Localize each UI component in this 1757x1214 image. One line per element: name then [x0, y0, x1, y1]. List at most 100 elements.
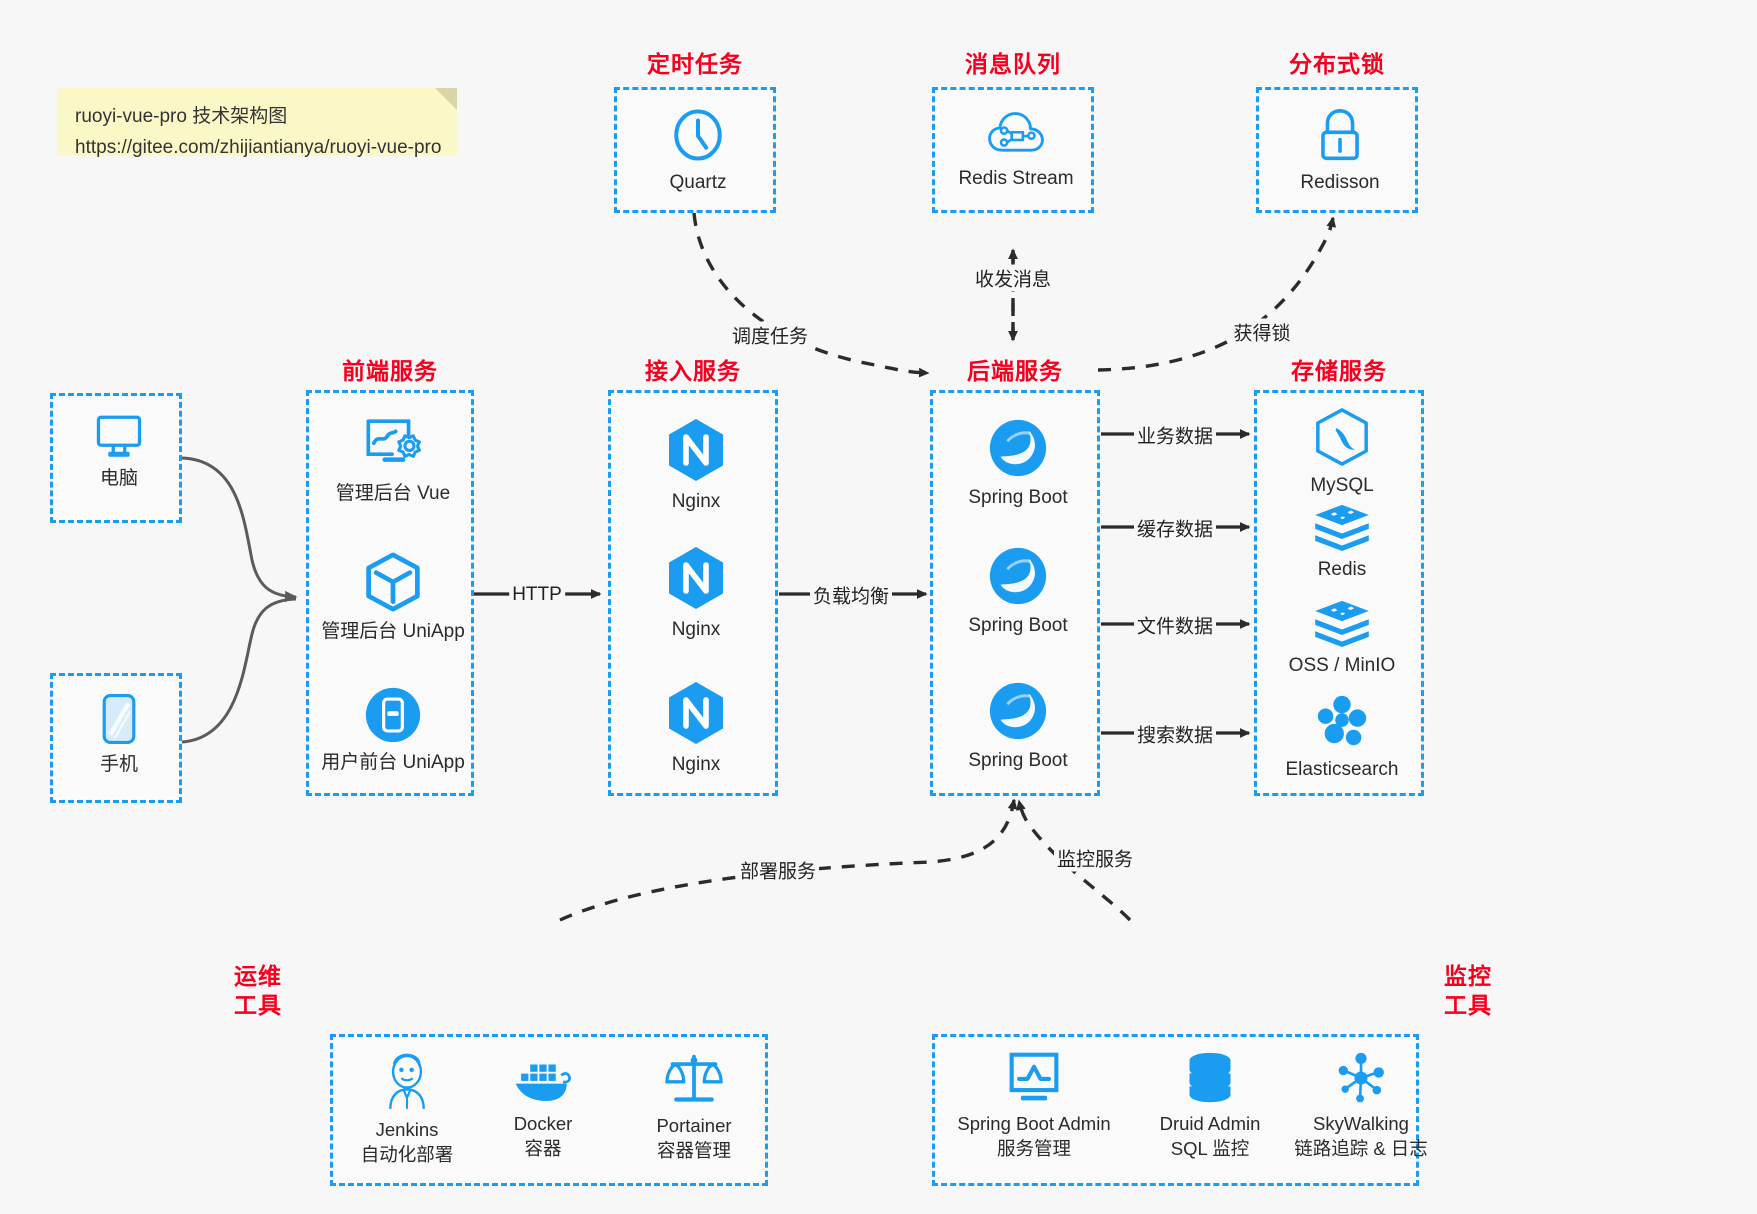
node-redis[interactable]: Redis: [1247, 503, 1437, 582]
node-jenkins-label: Jenkins: [375, 1119, 439, 1140]
note-fold-corner: [435, 88, 457, 110]
lock-icon: [1314, 106, 1366, 164]
node-portainer-sublabel: 容器管理: [656, 1139, 731, 1161]
node-spring-boot-1-label: Spring Boot: [968, 487, 1068, 508]
cube-icon: [363, 551, 423, 613]
node-skywalking-sublabel: 链路追踪 & 日志: [1294, 1137, 1428, 1159]
node-spring-boot-1[interactable]: Spring Boot: [923, 417, 1113, 510]
skywalking-icon: [1334, 1051, 1388, 1105]
node-spring-boot-2[interactable]: Spring Boot: [923, 545, 1113, 638]
node-spring-boot-3[interactable]: Spring Boot: [923, 680, 1113, 773]
node-docker-label: Docker: [513, 1113, 573, 1134]
node-user-uniapp[interactable]: 用户前台 UniApp: [295, 686, 491, 775]
group-storage: MySQL Redis OS: [1254, 390, 1424, 796]
node-desktop[interactable]: 电脑: [53, 414, 185, 491]
group-backend: Spring Boot Spring Boot Spring Boot: [930, 390, 1100, 796]
node-portainer[interactable]: Portainer 容器管理: [623, 1051, 765, 1162]
docker-icon: [512, 1055, 574, 1105]
note-line-url: https://gitee.com/zhijiantianya/ruoyi-vu…: [75, 136, 442, 158]
group-message-queue: Redis Stream: [932, 87, 1094, 213]
group-title-devops-line2: 工具: [234, 991, 282, 1018]
node-nginx-3[interactable]: Nginx: [611, 680, 781, 777]
group-monitoring-tools: Spring Boot Admin 服务管理 Druid Admin SQL 监…: [932, 1034, 1428, 1186]
node-redis-stream[interactable]: Redis Stream: [935, 108, 1097, 191]
node-admin-uniapp-label: 管理后台 UniApp: [321, 621, 465, 642]
node-elasticsearch-label: Elasticsearch: [1285, 759, 1399, 780]
node-skywalking-label: SkyWalking: [1313, 1113, 1409, 1134]
node-admin-uniapp[interactable]: 管理后台 UniApp: [295, 551, 491, 644]
spring-boot-icon: [987, 417, 1049, 479]
node-oss-minio-label: OSS / MinIO: [1288, 655, 1396, 676]
group-distributed-lock: Redisson: [1256, 87, 1418, 213]
edge-label-monitor-service: 监控服务: [1053, 844, 1137, 872]
group-client-mobile: 手机: [50, 673, 182, 803]
edge-label-search-data: 搜索数据: [1133, 720, 1217, 748]
node-nginx-1[interactable]: Nginx: [611, 417, 781, 514]
group-title-monitoring-line2: 工具: [1444, 991, 1492, 1018]
diagram-note: ruoyi-vue-pro 技术架构图 https://gitee.com/zh…: [57, 88, 457, 158]
node-mobile-label: 手机: [99, 754, 138, 775]
group-title-monitoring: 监控 工具: [1428, 962, 1508, 1020]
node-admin-vue[interactable]: 管理后台 Vue: [295, 415, 491, 506]
group-scheduled-task: Quartz: [614, 87, 776, 213]
edge-label-load-balance: 负载均衡: [809, 581, 893, 609]
edge-label-file-data: 文件数据: [1133, 611, 1217, 639]
spring-boot-icon: [987, 545, 1049, 607]
node-jenkins[interactable]: Jenkins 自动化部署: [339, 1051, 475, 1166]
edge-label-http: HTTP: [509, 584, 565, 606]
group-title-gateway: 接入服务: [645, 358, 741, 384]
node-nginx-2-label: Nginx: [671, 619, 721, 640]
group-frontend: 管理后台 Vue 管理后台 UniApp 用户前台 UniApp: [306, 390, 474, 796]
group-title-frontend: 前端服务: [342, 358, 438, 384]
clock-icon: [669, 106, 727, 164]
edge-label-acquire-lock: 获得锁: [1230, 318, 1294, 346]
group-client-desktop: 电脑: [50, 393, 182, 523]
group-title-scheduled-task: 定时任务: [647, 51, 743, 77]
group-title-devops-line1: 运维: [234, 963, 282, 989]
nginx-icon: [665, 417, 727, 483]
node-mysql[interactable]: MySQL: [1247, 407, 1437, 498]
group-devops-tools: Jenkins 自动化部署: [330, 1034, 768, 1186]
group-title-storage: 存储服务: [1291, 358, 1387, 384]
node-nginx-1-label: Nginx: [671, 491, 721, 512]
edge-label-business-data: 业务数据: [1133, 421, 1217, 449]
node-skywalking[interactable]: SkyWalking 链路追踪 & 日志: [1271, 1051, 1451, 1160]
edge-label-cache-data: 缓存数据: [1133, 514, 1217, 542]
node-nginx-2[interactable]: Nginx: [611, 545, 781, 642]
node-spring-boot-3-label: Spring Boot: [968, 750, 1068, 771]
node-desktop-label: 电脑: [99, 468, 138, 489]
monitor-chart-icon: [1006, 1051, 1062, 1105]
redis-icon: [1312, 503, 1372, 551]
jenkins-icon: [381, 1051, 433, 1111]
node-elasticsearch[interactable]: Elasticsearch: [1247, 693, 1437, 782]
node-quartz[interactable]: Quartz: [617, 106, 779, 195]
node-redis-label: Redis: [1317, 559, 1367, 580]
node-druid-admin-sublabel: SQL 监控: [1170, 1137, 1250, 1159]
group-title-distributed-lock: 分布式锁: [1289, 51, 1385, 77]
node-spring-boot-admin[interactable]: Spring Boot Admin 服务管理: [939, 1051, 1129, 1160]
node-mobile[interactable]: 手机: [53, 692, 185, 777]
node-quartz-label: Quartz: [669, 172, 727, 193]
node-docker-sublabel: 容器: [524, 1137, 562, 1159]
group-title-message-queue: 消息队列: [965, 51, 1061, 77]
group-gateway: Nginx Nginx Nginx: [608, 390, 778, 796]
node-oss-minio[interactable]: OSS / MinIO: [1247, 599, 1437, 678]
note-line-title: ruoyi-vue-pro 技术架构图: [75, 106, 288, 127]
node-druid-admin[interactable]: Druid Admin SQL 监控: [1131, 1051, 1289, 1160]
group-title-devops: 运维 工具: [218, 962, 298, 1020]
node-druid-admin-label: Druid Admin: [1159, 1113, 1261, 1134]
edge-label-send-receive-message: 收发消息: [971, 264, 1055, 292]
nginx-icon: [665, 545, 727, 611]
cloud-network-icon: [987, 108, 1045, 160]
node-mysql-label: MySQL: [1310, 475, 1374, 496]
node-user-uniapp-label: 用户前台 UniApp: [321, 752, 465, 773]
node-docker[interactable]: Docker 容器: [475, 1055, 611, 1160]
dashboard-gear-icon: [361, 415, 425, 475]
oss-icon: [1312, 599, 1372, 647]
phone-icon: [99, 692, 139, 746]
nginx-icon: [665, 680, 727, 746]
database-icon: [1183, 1051, 1237, 1105]
node-redisson[interactable]: Redisson: [1259, 106, 1421, 195]
node-redis-stream-label: Redis Stream: [958, 168, 1074, 189]
